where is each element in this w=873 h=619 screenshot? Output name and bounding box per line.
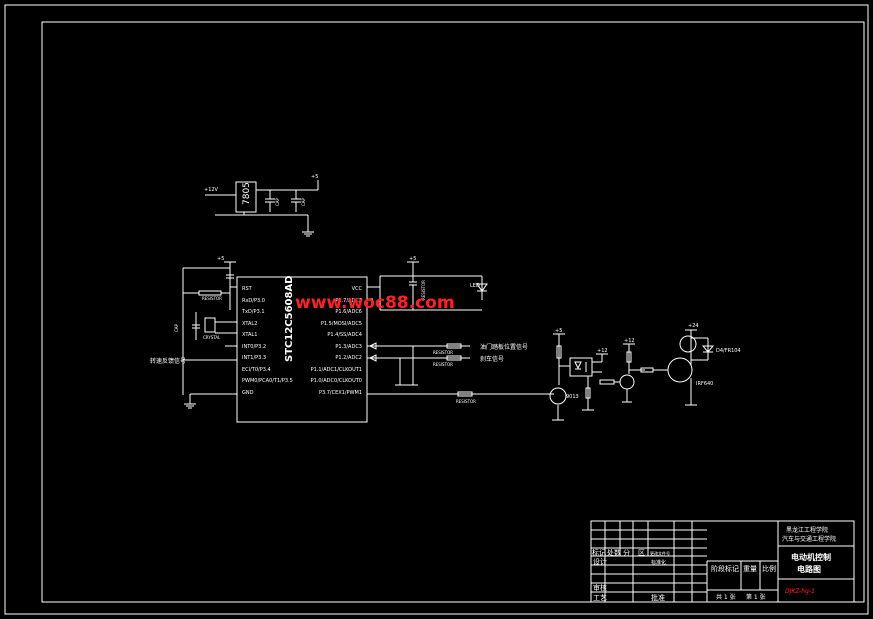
led-vcc-label: +5 (409, 256, 416, 262)
reset-vcc-label: +5 (217, 256, 224, 262)
diode-label: D4/FR104 (716, 348, 741, 354)
reset-resistor-label: RESISTOR (202, 296, 222, 301)
crystal-label: CRYSTAL (203, 335, 221, 340)
mcu-chip (236, 276, 368, 423)
outer-border (4, 4, 869, 615)
mcu-right-pin: P1.4/SS/ADC4 (327, 332, 362, 338)
title-block: 标记 处数 分 区 更改文件号 设计 标准化 审核 工艺 批准 阶段标记 重量 … (590, 520, 855, 603)
mosfet-label: IRF640 (696, 381, 713, 387)
regulator-7805 (235, 181, 257, 213)
brake-resistor-label: RESISTOR (433, 362, 453, 367)
arrow-icon (368, 354, 377, 362)
tb-mark: 标记 (592, 548, 606, 557)
transistor-9013-icon (549, 387, 567, 405)
throttle-resistor-label: RESISTOR (433, 350, 453, 355)
arrow-icon (368, 342, 377, 350)
tb-drawing-no: DJKZ-hg-1 (785, 588, 815, 595)
mcu-right-pin: P1.0/ADC0/CLKOUT0 (311, 378, 362, 384)
brake-resistor (446, 355, 462, 361)
mcu-left-pin: RST (242, 286, 253, 292)
supply-input-label: +12V (204, 187, 219, 193)
mcu-left-pin: XTAL1 (242, 332, 257, 338)
tb-change: 区 (638, 549, 645, 557)
mcu-right-pin: P3.7/CEX1/PWM1 (319, 390, 362, 396)
tb-process: 工艺 (593, 594, 607, 602)
supply-cap1: CAP (275, 197, 280, 206)
tb-drawing-name-line2: 电路图 (797, 564, 821, 574)
motor-icon (679, 335, 697, 353)
mcu-left-pin: GND (242, 390, 254, 396)
power-supply: +12V 7805 +5 CAP CAP (204, 174, 319, 237)
led-icon (476, 283, 488, 292)
tb-standard: 标准化 (651, 559, 666, 566)
mcu-name: STC12C5608AD (284, 276, 295, 363)
driver-resistor (556, 345, 562, 359)
mcu-section: STC12C5608AD RST RxD/P3.0 TxD/P3.1 XTAL2… (150, 256, 550, 423)
mcu-left-pin: ECI/T0/P3.4 (242, 367, 271, 373)
tb-weight: 重量 (743, 565, 757, 573)
mosfet-icon (667, 357, 693, 383)
tb-review: 审核 (593, 583, 607, 592)
driver-v12b-label: +12 (624, 338, 635, 344)
mcu-right-pin: VCC (352, 286, 363, 292)
optocoupler (569, 357, 593, 377)
tb-drawing-name-line1: 电动机控制 (791, 552, 831, 562)
mcu-right-pin: P1.3/ADC3 (335, 344, 362, 350)
mcu-right-pin: P1.5/MOSI/ADC5 (321, 321, 362, 327)
tb-stage-mark: 阶段标记 (711, 564, 739, 573)
mcu-right-pin: P1.7/ADC7 (335, 298, 362, 304)
driver-transistor-icon (619, 374, 635, 390)
mcu-left-pin: INT1/P3.3 (242, 355, 266, 361)
transistor-label: 9013 (566, 394, 579, 400)
led-label: LED (470, 283, 480, 289)
throttle-signal-label: 油门踏板位置信号 (480, 343, 528, 351)
pwm-resistor-label: RESISTOR (456, 399, 476, 404)
mcu-left-pin: PWM0/PCA0/T1/P3.5 (242, 378, 293, 384)
driver-section: +5 9013 +12 +12 +24 (549, 323, 741, 421)
brake-signal-label: 刹车信号 (480, 355, 504, 363)
crystal-cap-label: CAP (174, 323, 179, 332)
mcu-left-pin: TxD/P3.1 (241, 309, 265, 315)
watermark: www.woc88.com (295, 293, 455, 313)
diode-icon (701, 345, 715, 353)
supply-output-label: +5 (311, 174, 318, 180)
led-res-label: RESISTOR (421, 280, 426, 300)
driver-v24-label: +24 (688, 323, 699, 329)
driver-v5-label: +5 (555, 328, 562, 334)
mcu-left-pin: INT0/P3.2 (242, 344, 266, 350)
tb-scale: 比例 (762, 564, 776, 573)
reset-resistor (198, 290, 222, 296)
tb-design: 设计 (593, 557, 607, 566)
tb-school-line2: 汽车与交通工程学院 (782, 535, 836, 543)
mcu-right-pin: P1.2/ADC2 (335, 355, 362, 361)
tb-sheet-total: 共 1 张 (716, 593, 736, 601)
mcu-right-pin: P1.1/ADC1/CLKOUT1 (311, 367, 362, 373)
mcu-right-pin: P1.6/ADC6 (335, 309, 362, 315)
mcu-left-pin: XTAL2 (242, 321, 257, 327)
tb-school-line1: 黑龙江工程学院 (786, 526, 828, 534)
drawing-frame (41, 21, 865, 603)
tb-count: 处数 (607, 548, 621, 557)
throttle-resistor (446, 343, 462, 349)
tb-sheet-num: 第 1 张 (746, 593, 766, 601)
supply-cap2: CAP (301, 197, 306, 206)
feedback-signal-label: 转速反馈信号 (150, 357, 186, 365)
driver-v12a-label: +12 (597, 348, 608, 354)
regulator-label: 7805 (242, 182, 252, 205)
tb-file-no: 更改文件号 (650, 550, 670, 556)
mcu-left-pin: RxD/P3.0 (242, 298, 265, 304)
tb-zone: 分 (623, 548, 630, 557)
pwm-resistor (457, 391, 473, 397)
crystal (204, 317, 216, 333)
tb-approve: 批准 (651, 593, 665, 602)
